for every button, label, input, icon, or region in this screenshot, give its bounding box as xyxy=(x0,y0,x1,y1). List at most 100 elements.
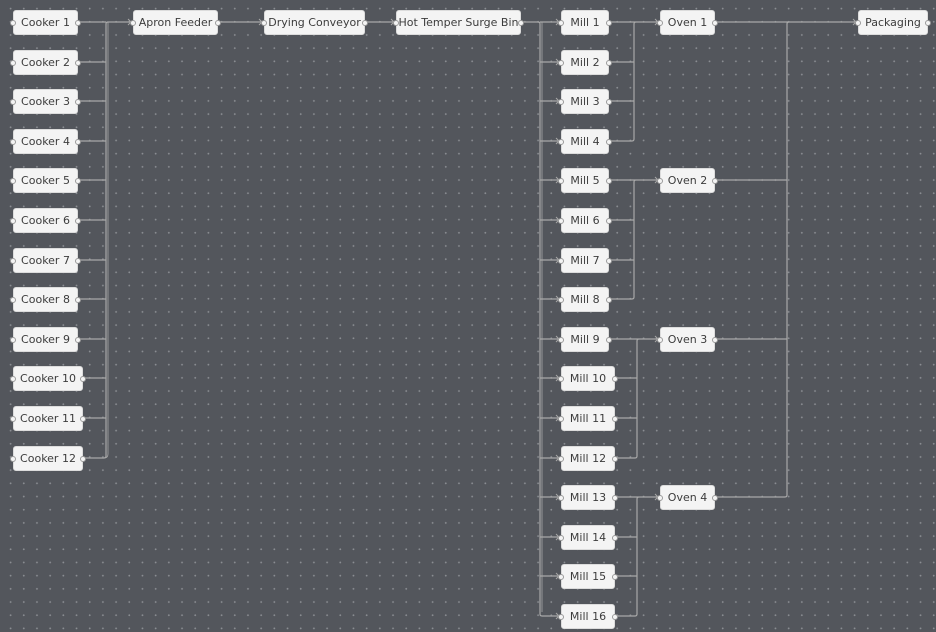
node-oven-3[interactable]: Oven 3 xyxy=(657,327,718,352)
node-cooker-2[interactable]: Cooker 2 xyxy=(10,50,81,75)
output-port[interactable] xyxy=(80,375,86,382)
node-mill-8[interactable]: Mill 8 xyxy=(558,287,612,312)
input-port[interactable] xyxy=(10,257,16,264)
input-port[interactable] xyxy=(558,375,564,382)
output-port[interactable] xyxy=(606,19,612,26)
output-port[interactable] xyxy=(612,534,618,541)
node-cooker-11[interactable]: Cooker 11 xyxy=(10,406,86,431)
input-port[interactable] xyxy=(130,19,136,26)
node-mill-15[interactable]: Mill 15 xyxy=(558,564,618,589)
input-port[interactable] xyxy=(558,59,564,66)
input-port[interactable] xyxy=(855,19,861,26)
output-port[interactable] xyxy=(80,415,86,422)
node-mill-14[interactable]: Mill 14 xyxy=(558,525,618,550)
output-port[interactable] xyxy=(712,19,718,26)
input-port[interactable] xyxy=(393,19,399,26)
input-port[interactable] xyxy=(558,19,564,26)
node-cooker-8[interactable]: Cooker 8 xyxy=(10,287,81,312)
input-port[interactable] xyxy=(558,415,564,422)
input-port[interactable] xyxy=(657,177,663,184)
output-port[interactable] xyxy=(75,59,81,66)
output-port[interactable] xyxy=(518,19,524,26)
input-port[interactable] xyxy=(261,19,267,26)
output-port[interactable] xyxy=(925,19,931,26)
input-port[interactable] xyxy=(558,177,564,184)
node-cooker-6[interactable]: Cooker 6 xyxy=(10,208,81,233)
node-apron-feeder[interactable]: Apron Feeder xyxy=(130,10,221,35)
node-drying-conveyor[interactable]: Drying Conveyor xyxy=(261,10,368,35)
input-port[interactable] xyxy=(10,19,16,26)
input-port[interactable] xyxy=(10,415,16,422)
node-hot-temper-surge-bin[interactable]: Hot Temper Surge Bin xyxy=(393,10,524,35)
input-port[interactable] xyxy=(558,336,564,343)
input-port[interactable] xyxy=(558,296,564,303)
output-port[interactable] xyxy=(612,375,618,382)
output-port[interactable] xyxy=(606,336,612,343)
input-port[interactable] xyxy=(10,59,16,66)
output-port[interactable] xyxy=(75,296,81,303)
input-port[interactable] xyxy=(10,296,16,303)
node-cooker-10[interactable]: Cooker 10 xyxy=(10,366,86,391)
input-port[interactable] xyxy=(558,573,564,580)
node-cooker-12[interactable]: Cooker 12 xyxy=(10,446,86,471)
output-port[interactable] xyxy=(606,138,612,145)
input-port[interactable] xyxy=(558,455,564,462)
input-port[interactable] xyxy=(558,494,564,501)
node-cooker-5[interactable]: Cooker 5 xyxy=(10,168,81,193)
input-port[interactable] xyxy=(10,177,16,184)
node-oven-2[interactable]: Oven 2 xyxy=(657,168,718,193)
output-port[interactable] xyxy=(75,177,81,184)
output-port[interactable] xyxy=(80,455,86,462)
input-port[interactable] xyxy=(657,336,663,343)
input-port[interactable] xyxy=(10,336,16,343)
input-port[interactable] xyxy=(657,19,663,26)
node-mill-4[interactable]: Mill 4 xyxy=(558,129,612,154)
node-mill-3[interactable]: Mill 3 xyxy=(558,89,612,114)
output-port[interactable] xyxy=(75,336,81,343)
input-port[interactable] xyxy=(558,534,564,541)
node-mill-16[interactable]: Mill 16 xyxy=(558,604,618,629)
input-port[interactable] xyxy=(558,217,564,224)
node-cooker-7[interactable]: Cooker 7 xyxy=(10,248,81,273)
input-port[interactable] xyxy=(10,375,16,382)
node-mill-2[interactable]: Mill 2 xyxy=(558,50,612,75)
input-port[interactable] xyxy=(10,138,16,145)
output-port[interactable] xyxy=(75,257,81,264)
output-port[interactable] xyxy=(712,494,718,501)
output-port[interactable] xyxy=(612,494,618,501)
output-port[interactable] xyxy=(75,138,81,145)
node-mill-11[interactable]: Mill 11 xyxy=(558,406,618,431)
node-cooker-1[interactable]: Cooker 1 xyxy=(10,10,81,35)
output-port[interactable] xyxy=(606,59,612,66)
output-port[interactable] xyxy=(75,19,81,26)
output-port[interactable] xyxy=(712,177,718,184)
node-mill-9[interactable]: Mill 9 xyxy=(558,327,612,352)
output-port[interactable] xyxy=(606,98,612,105)
output-port[interactable] xyxy=(75,98,81,105)
node-cooker-9[interactable]: Cooker 9 xyxy=(10,327,81,352)
input-port[interactable] xyxy=(558,257,564,264)
output-port[interactable] xyxy=(612,613,618,620)
node-packaging[interactable]: Packaging xyxy=(855,10,931,35)
input-port[interactable] xyxy=(558,138,564,145)
node-mill-7[interactable]: Mill 7 xyxy=(558,248,612,273)
output-port[interactable] xyxy=(612,573,618,580)
input-port[interactable] xyxy=(657,494,663,501)
node-mill-6[interactable]: Mill 6 xyxy=(558,208,612,233)
node-mill-10[interactable]: Mill 10 xyxy=(558,366,618,391)
input-port[interactable] xyxy=(10,455,16,462)
input-port[interactable] xyxy=(10,98,16,105)
node-cooker-4[interactable]: Cooker 4 xyxy=(10,129,81,154)
node-cooker-3[interactable]: Cooker 3 xyxy=(10,89,81,114)
node-oven-1[interactable]: Oven 1 xyxy=(657,10,718,35)
input-port[interactable] xyxy=(558,98,564,105)
output-port[interactable] xyxy=(612,415,618,422)
node-mill-5[interactable]: Mill 5 xyxy=(558,168,612,193)
node-mill-13[interactable]: Mill 13 xyxy=(558,485,618,510)
output-port[interactable] xyxy=(606,296,612,303)
input-port[interactable] xyxy=(558,613,564,620)
output-port[interactable] xyxy=(712,336,718,343)
output-port[interactable] xyxy=(362,19,368,26)
output-port[interactable] xyxy=(606,257,612,264)
